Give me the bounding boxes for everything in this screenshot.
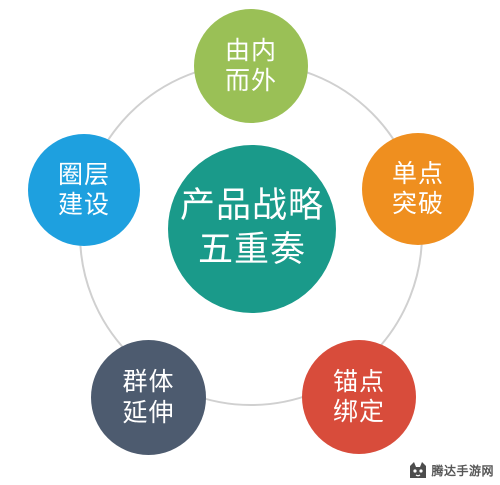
node-bottom-left-line-1: 群体 xyxy=(122,367,175,396)
center-node-product-strategy: 产品战略 五重奏 xyxy=(168,145,336,313)
cat-logo-icon xyxy=(410,462,427,478)
node-right-line-1: 单点 xyxy=(391,158,444,188)
node-bottom-left-line-2: 延伸 xyxy=(122,397,175,427)
node-group-extension: 群体 延伸 xyxy=(91,340,206,455)
node-left-line-1: 圈层 xyxy=(57,159,110,189)
watermark-text: 腾达手游网 xyxy=(431,463,494,478)
watermark: 腾达手游网 xyxy=(408,461,494,479)
center-node-line-2: 五重奏 xyxy=(197,230,306,270)
node-anchor-binding: 锚点 绑定 xyxy=(302,340,416,454)
node-top-line-1: 由内 xyxy=(224,35,277,65)
node-circle-building: 圈层 建设 xyxy=(28,134,140,246)
node-single-point-breakthrough: 单点 突破 xyxy=(362,133,474,245)
node-left-line-2: 建设 xyxy=(57,190,110,219)
center-node-line-1: 产品战略 xyxy=(179,186,324,227)
node-bottom-right-line-1: 锚点 xyxy=(332,366,385,396)
node-inside-out: 由内 而外 xyxy=(194,9,308,123)
node-bottom-right-line-2: 绑定 xyxy=(332,397,385,426)
node-top-line-2: 而外 xyxy=(224,66,277,95)
node-right-line-2: 突破 xyxy=(391,189,444,218)
